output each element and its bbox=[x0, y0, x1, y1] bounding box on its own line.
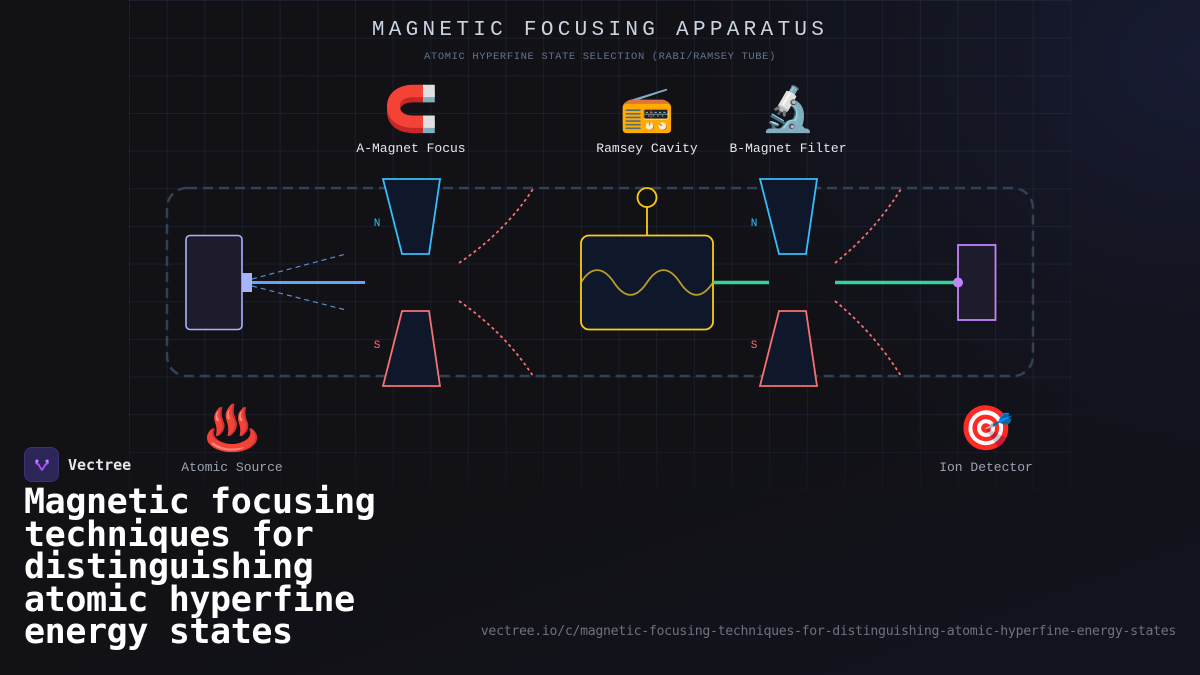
deflected-path-b-lower bbox=[834, 300, 902, 377]
node-label: Ramsey Cavity bbox=[596, 141, 698, 156]
hot-springs-icon: ♨️ bbox=[204, 407, 260, 457]
node-label: B-Magnet Filter bbox=[729, 141, 847, 156]
detector-impact-point bbox=[953, 277, 963, 288]
bullseye-icon: 🎯 bbox=[958, 407, 1014, 457]
deflected-path-a-upper bbox=[458, 188, 534, 264]
ion-detector bbox=[953, 244, 997, 321]
magnet-icon: 🧲 bbox=[383, 88, 439, 138]
page-url[interactable]: vectree.io/c/magnetic-focusing-technique… bbox=[480, 624, 1177, 639]
diagram-title: MAGNETIC FOCUSING APPARATUS bbox=[371, 19, 829, 42]
node-atomic-source: ♨️ Atomic Source bbox=[181, 408, 282, 475]
atomic-source-oven bbox=[185, 234, 252, 331]
ramsey-cavity bbox=[580, 187, 714, 331]
radio-icon: 📻 bbox=[619, 88, 675, 138]
vectree-logo-icon bbox=[24, 447, 59, 482]
a-magnet-north-pole bbox=[381, 178, 442, 255]
b-magnet-south-label: S bbox=[751, 340, 758, 352]
b-magnet bbox=[758, 178, 819, 387]
node-label: Atomic Source bbox=[181, 460, 283, 475]
diagram-subtitle: ATOMIC HYPERFINE STATE SELECTION (RABI/R… bbox=[424, 51, 776, 63]
beam-divergence-upper bbox=[251, 253, 347, 280]
a-magnet-south-label: S bbox=[374, 340, 381, 352]
b-magnet-north-pole bbox=[758, 178, 819, 255]
microscope-icon: 🔬 bbox=[760, 88, 816, 138]
beam-divergence-lower bbox=[251, 285, 347, 311]
node-label: A-Magnet Focus bbox=[356, 141, 466, 156]
a-magnet-north-label: N bbox=[374, 218, 381, 230]
b-magnet-north-label: N bbox=[751, 218, 758, 230]
cavity-antenna bbox=[636, 187, 658, 208]
node-b-magnet: 🔬 B-Magnet Filter bbox=[729, 89, 846, 156]
node-ramsey-cavity: 📻 Ramsey Cavity bbox=[596, 89, 697, 156]
node-label: Ion Detector bbox=[939, 460, 1033, 475]
brand: Vectree bbox=[24, 447, 131, 482]
a-magnet-south-pole bbox=[381, 310, 442, 387]
deflected-path-a-lower bbox=[458, 300, 534, 377]
node-a-magnet: 🧲 A-Magnet Focus bbox=[356, 89, 465, 156]
headline: Magnetic focusing techniques for disting… bbox=[24, 482, 376, 652]
b-magnet-south-pole bbox=[758, 310, 819, 387]
a-magnet bbox=[381, 178, 442, 387]
deflected-path-b-upper bbox=[834, 188, 902, 264]
node-ion-detector: 🎯 Ion Detector bbox=[939, 408, 1033, 475]
brand-name: Vectree bbox=[68, 455, 132, 474]
vacuum-enclosure bbox=[165, 186, 1035, 378]
microwave-wave bbox=[580, 269, 714, 296]
